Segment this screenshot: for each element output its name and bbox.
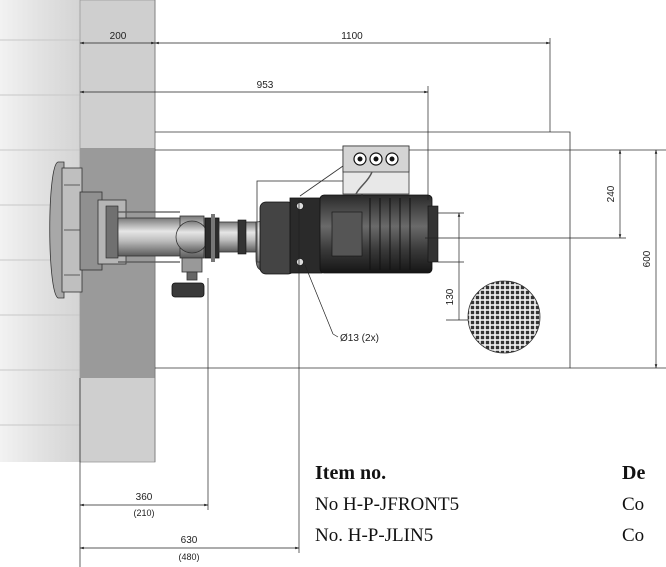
header-description: De [622,462,646,484]
description-cell: Co [622,494,645,515]
dim-240: 240 [606,185,617,202]
dim-hole-diameter: Ø13 (2x) [340,333,379,344]
description-cell: Co [622,525,645,546]
dimension-lines [79,38,658,567]
item-no-cell: No. H-P-JLIN5 [315,525,434,546]
valve [171,214,220,298]
dim-130: 130 [445,288,456,305]
control-box [299,145,410,198]
item-no-cell: No H-P-JFRONT5 [315,494,460,515]
dim-1100: 1100 [341,31,363,42]
suction-pipe [117,211,183,263]
dim-630: 630 [181,535,198,546]
item-table: Item no. De No H-P-JFRONT5 Co No. H-P-JL… [315,462,666,567]
dim-600: 600 [642,250,653,267]
dim-360-alt: (210) [133,508,154,518]
pump-housing [259,197,323,275]
wall-flange [49,161,127,299]
header-item-no: Item no. [315,462,387,484]
ventilation-grille [467,280,541,354]
dim-200: 200 [110,31,127,42]
dim-360: 360 [136,492,153,503]
dim-630-alt: (480) [178,552,199,562]
electric-motor [319,194,439,274]
dim-953: 953 [257,80,274,91]
